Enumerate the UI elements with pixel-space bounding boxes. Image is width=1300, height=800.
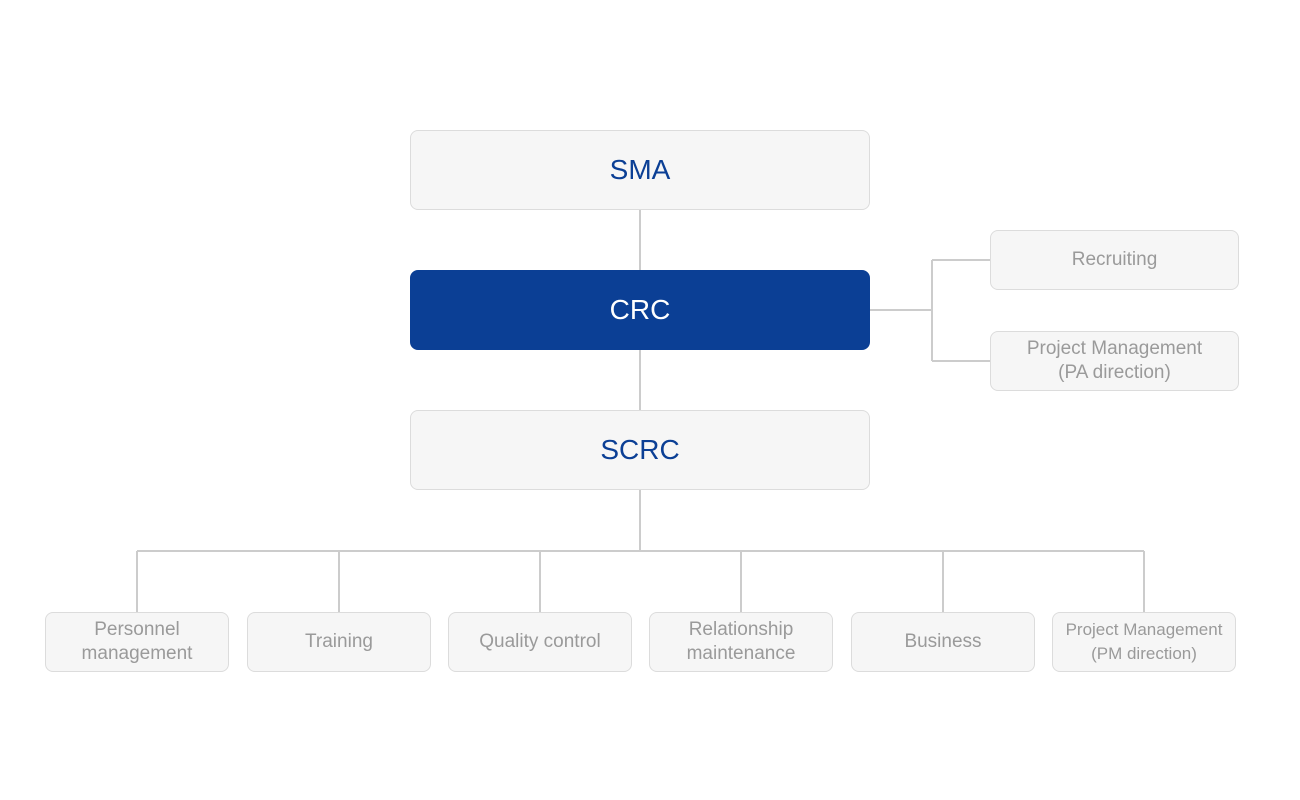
- node-recruiting: Recruiting: [990, 230, 1239, 290]
- node-training-label: Training: [305, 631, 373, 652]
- node-scrc: SCRC: [410, 410, 870, 490]
- node-crc-label: CRC: [609, 294, 671, 325]
- node-quality-control-label: Quality control: [479, 631, 601, 652]
- node-recruiting-label: Recruiting: [1071, 249, 1158, 270]
- node-business-label: Business: [904, 631, 982, 652]
- node-relationship-maintenance-label: Relationship maintenance: [686, 619, 796, 664]
- node-pm-direction-label: Project Management (PM direction): [1065, 620, 1223, 663]
- node-pa-direction-label: Project Management (PA direction): [1026, 338, 1203, 383]
- node-pm-direction: Project Management (PM direction): [1052, 612, 1236, 672]
- node-personnel-management-label: Personnel management: [81, 619, 193, 664]
- node-sma: SMA: [410, 130, 870, 210]
- node-scrc-label: SCRC: [600, 434, 680, 465]
- node-business: Business: [851, 612, 1035, 672]
- node-crc: CRC: [410, 270, 870, 350]
- node-sma-label: SMA: [609, 154, 671, 185]
- node-relationship-maintenance: Relationship maintenance: [649, 612, 833, 672]
- node-training: Training: [247, 612, 431, 672]
- node-quality-control: Quality control: [448, 612, 632, 672]
- node-pa-direction: Project Management (PA direction): [990, 331, 1239, 391]
- node-personnel-management: Personnel management: [45, 612, 229, 672]
